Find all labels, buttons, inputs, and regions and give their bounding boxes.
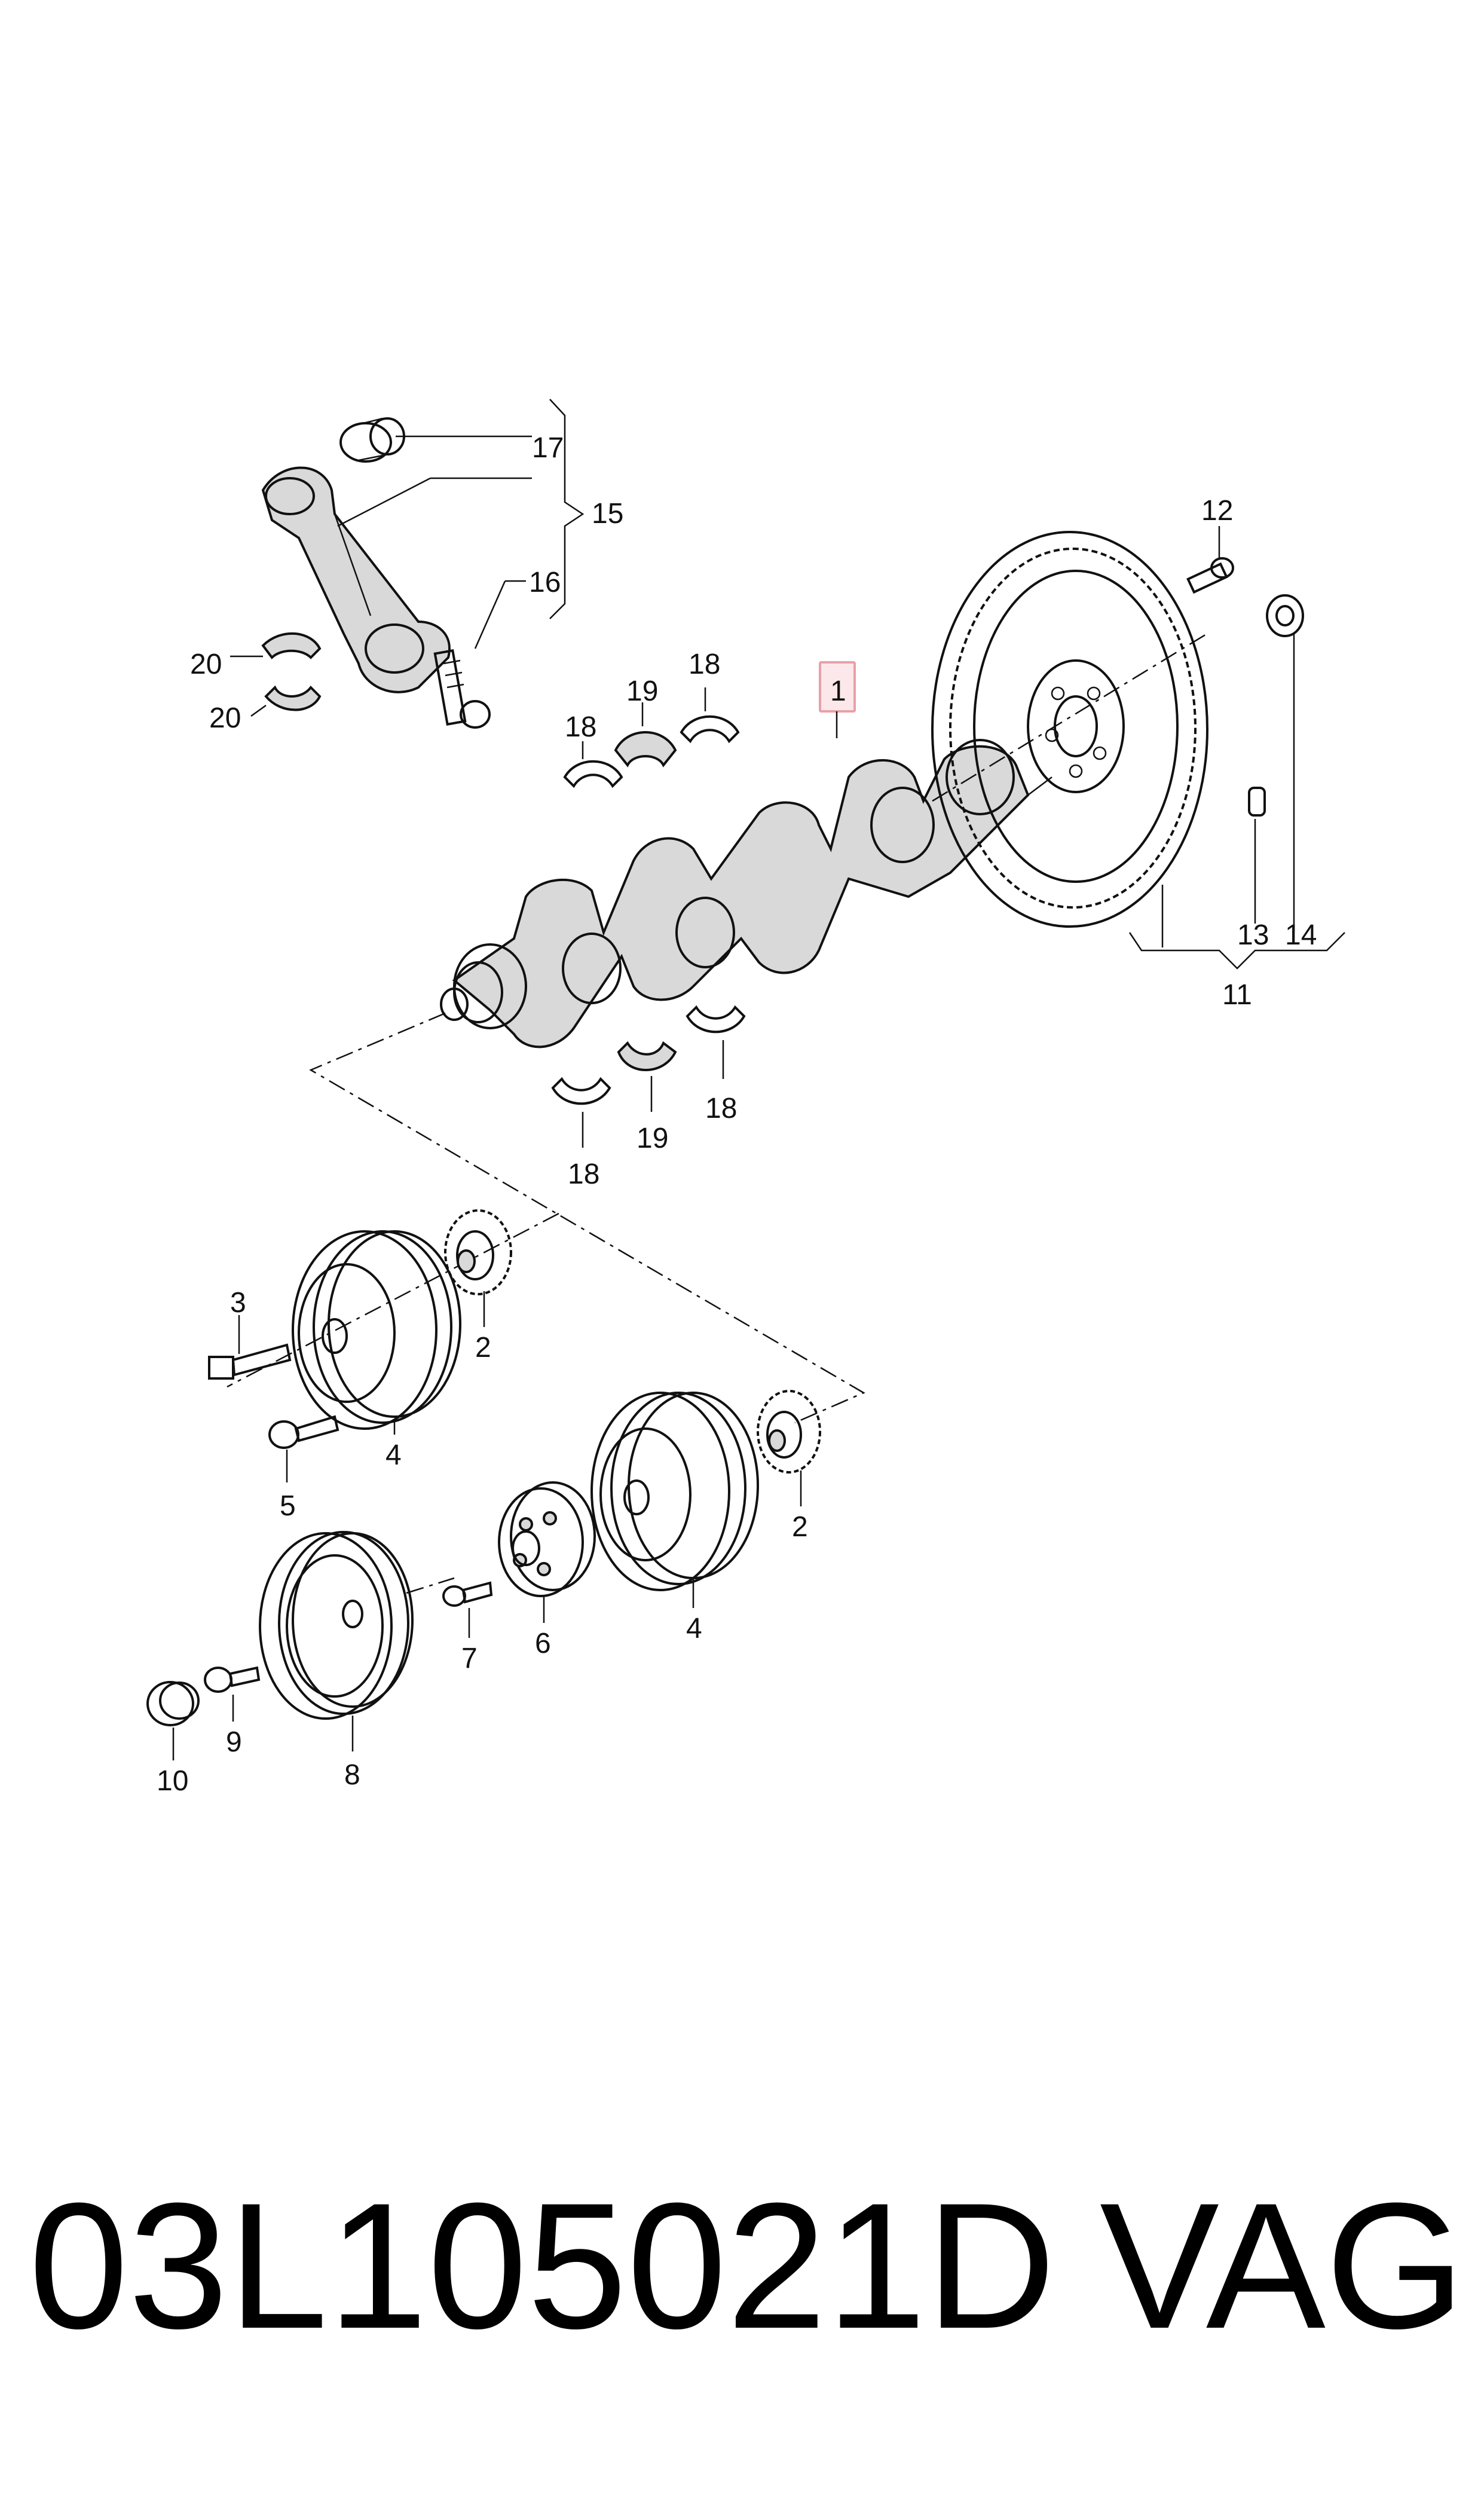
callout-7: 7 (461, 1643, 478, 1674)
vibration-damper-upper (292, 1230, 461, 1435)
callout-6: 6 (535, 1628, 551, 1659)
callout-1: 1 (830, 675, 846, 707)
callout-4-upper: 4 (385, 1439, 402, 1471)
timing-sprocket-upper (444, 1209, 512, 1327)
small-end-bushing (339, 417, 405, 463)
part-number: 03L105021D (29, 2165, 1056, 2366)
callout-2-upper: 2 (475, 1332, 491, 1364)
callout-2-lower: 2 (792, 1511, 808, 1543)
callout-17: 17 (532, 432, 564, 464)
dowel-pin (1248, 787, 1266, 924)
flywheel-bolt (1186, 526, 1234, 594)
pulley-bolt-3 (208, 1315, 292, 1380)
callout-19-upper: 19 (626, 675, 658, 707)
callout-14: 14 (1285, 919, 1317, 951)
callout-9: 9 (226, 1726, 242, 1758)
conrod-bearing-shells (261, 632, 322, 711)
pulley-bolt-5 (268, 1415, 339, 1482)
callout-8: 8 (344, 1759, 360, 1791)
callout-3: 3 (230, 1287, 246, 1319)
crankshaft (440, 739, 1052, 1048)
callout-13: 13 (1237, 919, 1269, 951)
callout-19-lower: 19 (637, 1123, 668, 1154)
timing-sprocket-lower (757, 1390, 821, 1506)
cap-10 (146, 1681, 200, 1760)
callout-12: 12 (1201, 495, 1233, 527)
callout-20-upper: 20 (190, 649, 222, 680)
crankshaft-sprocket (440, 943, 527, 1029)
lower-thrust-washers (551, 1005, 746, 1148)
callout-16: 16 (529, 567, 561, 598)
callout-5: 5 (280, 1490, 296, 1522)
callout-11: 11 (1222, 979, 1252, 1011)
callout-18-lower-right: 18 (705, 1093, 737, 1124)
vibration-damper-lower (590, 1392, 759, 1608)
callout-18-upper-left: 18 (565, 711, 596, 743)
connecting-rod (230, 399, 585, 729)
conrod-bolt (433, 649, 491, 729)
flywheel (931, 531, 1208, 947)
belt-pulley (259, 1531, 455, 1751)
flywheel-sensor-ring (1266, 594, 1304, 933)
flange-bolt-7 (442, 1581, 493, 1638)
callout-20-lower: 20 (209, 702, 241, 734)
callout-10: 10 (157, 1765, 188, 1797)
callout-15: 15 (592, 498, 623, 530)
callout-18-lower-left: 18 (568, 1158, 599, 1190)
upper-thrust-washers (563, 687, 740, 788)
pulley-bolt-9 (204, 1666, 261, 1722)
callout-4-lower: 4 (686, 1613, 702, 1644)
callout-18-upper-right: 18 (689, 649, 720, 680)
brand-name: VAG (1100, 2165, 1465, 2366)
adapter-flange (498, 1481, 596, 1623)
